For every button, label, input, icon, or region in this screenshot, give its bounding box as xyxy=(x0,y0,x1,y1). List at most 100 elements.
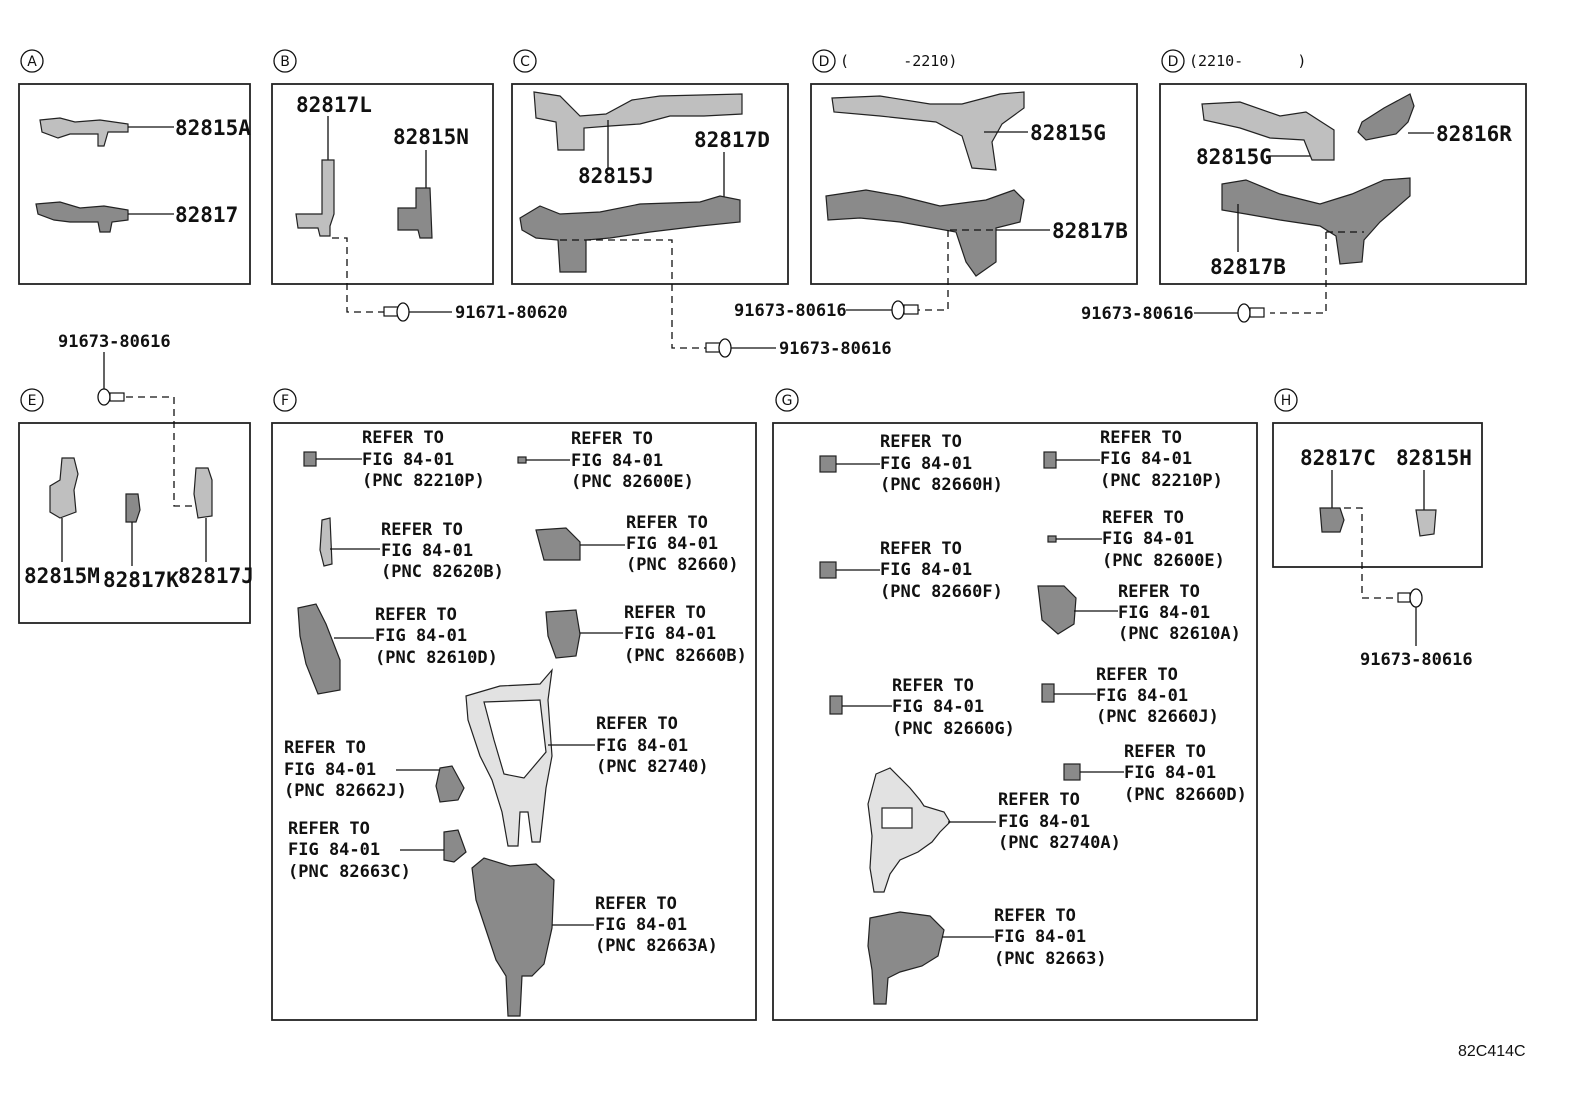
svg-text:(PNC 82610D): (PNC 82610D) xyxy=(375,648,498,668)
svg-text:REFER TO: REFER TO xyxy=(375,605,457,625)
svg-text:FIG 84-01: FIG 84-01 xyxy=(880,454,972,474)
svg-text:REFER TO: REFER TO xyxy=(362,428,444,448)
part-number-82815J: 82815J xyxy=(578,164,654,188)
svg-text:(PNC 82663C): (PNC 82663C) xyxy=(288,862,411,882)
bolt-number-e: 91673-80616 xyxy=(58,332,171,352)
bolt-number-b: 91671-80620 xyxy=(455,303,568,323)
section-label-f: F xyxy=(273,388,297,412)
svg-text:REFER TO: REFER TO xyxy=(998,790,1080,810)
svg-text:FIG 84-01: FIG 84-01 xyxy=(998,812,1090,832)
box-c xyxy=(511,83,789,285)
svg-text:(PNC 82600E): (PNC 82600E) xyxy=(1102,551,1225,571)
ref-f-82600E: REFER TO FIG 84-01 (PNC 82600E) xyxy=(517,429,694,492)
part-82815J-illustration xyxy=(533,91,743,151)
bolt-number-d1: 91673-80616 xyxy=(734,301,847,321)
svg-text:FIG 84-01: FIG 84-01 xyxy=(1102,529,1194,549)
svg-text:FIG 84-01: FIG 84-01 xyxy=(880,560,972,580)
part-82817D-illustration xyxy=(519,195,741,273)
bolt-icon xyxy=(1237,303,1265,323)
svg-text:A: A xyxy=(27,54,37,70)
bolt-icon xyxy=(891,300,919,320)
svg-text:REFER TO: REFER TO xyxy=(1096,665,1178,685)
section-label-b: B xyxy=(273,49,297,73)
svg-text:FIG 84-01: FIG 84-01 xyxy=(571,451,663,471)
svg-text:E: E xyxy=(28,393,37,409)
bolt-icon xyxy=(97,388,125,406)
ref-f-82740: REFER TO FIG 84-01 (PNC 82740) xyxy=(465,668,709,847)
svg-text:H: H xyxy=(1281,393,1292,409)
svg-text:FIG 84-01: FIG 84-01 xyxy=(892,697,984,717)
svg-text:B: B xyxy=(280,54,290,70)
svg-text:REFER TO: REFER TO xyxy=(595,894,677,914)
part-number-82815H: 82815H xyxy=(1396,446,1472,470)
svg-text:REFER TO: REFER TO xyxy=(626,513,708,533)
svg-text:(PNC 82210P): (PNC 82210P) xyxy=(1100,471,1223,491)
ref-f-82660: REFER TO FIG 84-01 (PNC 82660) xyxy=(535,513,739,575)
box-d1 xyxy=(810,83,1138,285)
svg-text:FIG 84-01: FIG 84-01 xyxy=(595,915,687,935)
svg-text:REFER TO: REFER TO xyxy=(1118,582,1200,602)
figure-code: 82C414C xyxy=(1458,1043,1526,1060)
ref-g-82600E: REFER TO FIG 84-01 (PNC 82600E) xyxy=(1047,508,1225,571)
svg-text:FIG 84-01: FIG 84-01 xyxy=(596,736,688,756)
svg-text:REFER TO: REFER TO xyxy=(880,539,962,559)
svg-text:(PNC 82740A): (PNC 82740A) xyxy=(998,833,1121,853)
svg-text:FIG 84-01: FIG 84-01 xyxy=(1100,449,1192,469)
svg-text:C: C xyxy=(520,54,530,70)
part-number-82817: 82817 xyxy=(175,203,238,227)
part-number-82815G-d2: 82815G xyxy=(1196,145,1272,169)
svg-text:(PNC 82660): (PNC 82660) xyxy=(626,555,739,575)
svg-text:REFER TO: REFER TO xyxy=(994,906,1076,926)
ref-g-82660H: REFER TO FIG 84-01 (PNC 82660H) xyxy=(819,432,1003,495)
ref-g-82660J: REFER TO FIG 84-01 (PNC 82660J) xyxy=(1041,665,1219,727)
part-number-82816R: 82816R xyxy=(1436,122,1512,146)
ref-f-82210P: REFER TO FIG 84-01 (PNC 82210P) xyxy=(303,428,485,491)
box-h xyxy=(1272,422,1483,568)
svg-text:FIG 84-01: FIG 84-01 xyxy=(1118,603,1210,623)
part-82815H-illustration xyxy=(1415,509,1437,537)
section-label-h: H xyxy=(1274,388,1298,412)
svg-text:FIG 84-01: FIG 84-01 xyxy=(381,541,473,561)
svg-text:(PNC 82662J): (PNC 82662J) xyxy=(284,781,407,801)
ref-g-82610A: REFER TO FIG 84-01 (PNC 82610A) xyxy=(1037,582,1241,644)
svg-text:FIG 84-01: FIG 84-01 xyxy=(284,760,376,780)
ref-g-82660G: REFER TO FIG 84-01 (PNC 82660G) xyxy=(829,676,1015,739)
svg-text:(PNC 82660H): (PNC 82660H) xyxy=(880,475,1003,495)
svg-text:(PNC 82660F): (PNC 82660F) xyxy=(880,582,1003,602)
svg-text:(PNC 82600E): (PNC 82600E) xyxy=(571,472,694,492)
section-label-d2: D (2210- ) xyxy=(1161,49,1306,73)
part-number-82815A: 82815A xyxy=(175,116,251,140)
ref-f-82660B: REFER TO FIG 84-01 (PNC 82660B) xyxy=(545,603,747,666)
svg-text:FIG 84-01: FIG 84-01 xyxy=(626,534,718,554)
svg-text:(PNC 82610A): (PNC 82610A) xyxy=(1118,624,1241,644)
part-number-82817D: 82817D xyxy=(694,128,770,152)
ref-f-82663A: REFER TO FIG 84-01 (PNC 82663A) xyxy=(471,857,718,1017)
svg-text:D: D xyxy=(1168,54,1179,70)
svg-text:(PNC 82660G): (PNC 82660G) xyxy=(892,719,1015,739)
part-number-82817C: 82817C xyxy=(1300,446,1376,470)
ref-g-82740A: REFER TO FIG 84-01 (PNC 82740A) xyxy=(867,767,1121,893)
bolt-icon xyxy=(383,302,410,322)
range-label-d1: ( -2210) xyxy=(840,52,957,70)
svg-text:FIG 84-01: FIG 84-01 xyxy=(1124,763,1216,783)
box-a xyxy=(18,83,251,285)
part-82815A-illustration xyxy=(39,117,129,147)
part-number-82817K: 82817K xyxy=(103,568,179,592)
svg-text:REFER TO: REFER TO xyxy=(596,714,678,734)
ref-f-82662J: REFER TO FIG 84-01 (PNC 82662J) xyxy=(284,738,465,803)
svg-text:REFER TO: REFER TO xyxy=(880,432,962,452)
bolt-number-d2: 91673-80616 xyxy=(1081,304,1194,324)
part-82815G-illustration xyxy=(831,91,1025,171)
part-82816R-illustration xyxy=(1357,93,1415,141)
svg-text:G: G xyxy=(782,393,793,409)
part-82815M-illustration xyxy=(49,457,79,519)
range-label-d2: (2210- ) xyxy=(1189,52,1306,70)
svg-text:REFER TO: REFER TO xyxy=(892,676,974,696)
svg-text:REFER TO: REFER TO xyxy=(288,819,370,839)
svg-text:REFER TO: REFER TO xyxy=(624,603,706,623)
part-82815N-illustration xyxy=(397,187,433,239)
box-g xyxy=(772,422,1258,1021)
part-number-82817J: 82817J xyxy=(178,564,254,588)
bolt-icon xyxy=(705,338,732,358)
ref-g-82663: REFER TO FIG 84-01 (PNC 82663) xyxy=(867,906,1107,1005)
